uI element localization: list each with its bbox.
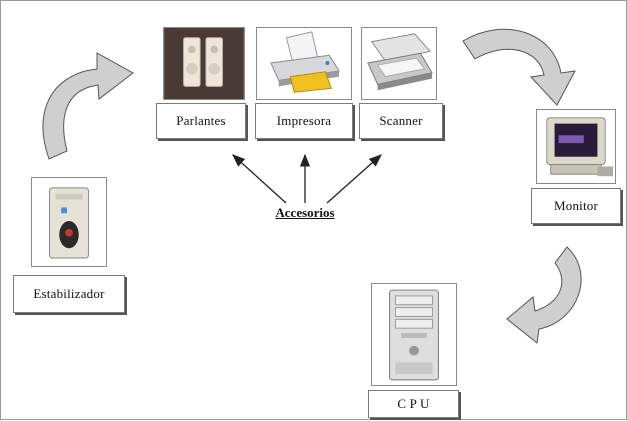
speakers-image: [163, 27, 245, 100]
impresora-label: Impresora: [255, 103, 353, 139]
monitor-label: Monitor: [531, 188, 621, 224]
cpu-tower-icon: [372, 284, 456, 385]
printer-image: [256, 27, 352, 100]
scanner-image: [361, 27, 437, 100]
curved-arrow-left: [42, 52, 134, 160]
estabilizador-label: Estabilizador: [13, 275, 125, 313]
curved-arrow-bottom-right: [506, 246, 582, 344]
parlantes-label: Parlantes: [156, 103, 246, 139]
accesorios-label: Accesorios: [275, 205, 335, 220]
scanner-icon: [362, 28, 436, 99]
stabilizer-image: [31, 177, 107, 267]
speakers-icon: [164, 28, 244, 99]
curved-arrow-top-right: [462, 28, 576, 106]
arrow-to-scanner: [326, 154, 382, 204]
monitor-image: [536, 109, 616, 184]
printer-icon: [257, 28, 351, 99]
stabilizer-icon: [32, 178, 106, 266]
scanner-label: Scanner: [359, 103, 443, 139]
cpu-image: [371, 283, 457, 386]
arrow-to-parlantes: [232, 154, 287, 204]
monitor-icon: [537, 110, 615, 183]
cpu-label: C P U: [368, 390, 459, 418]
